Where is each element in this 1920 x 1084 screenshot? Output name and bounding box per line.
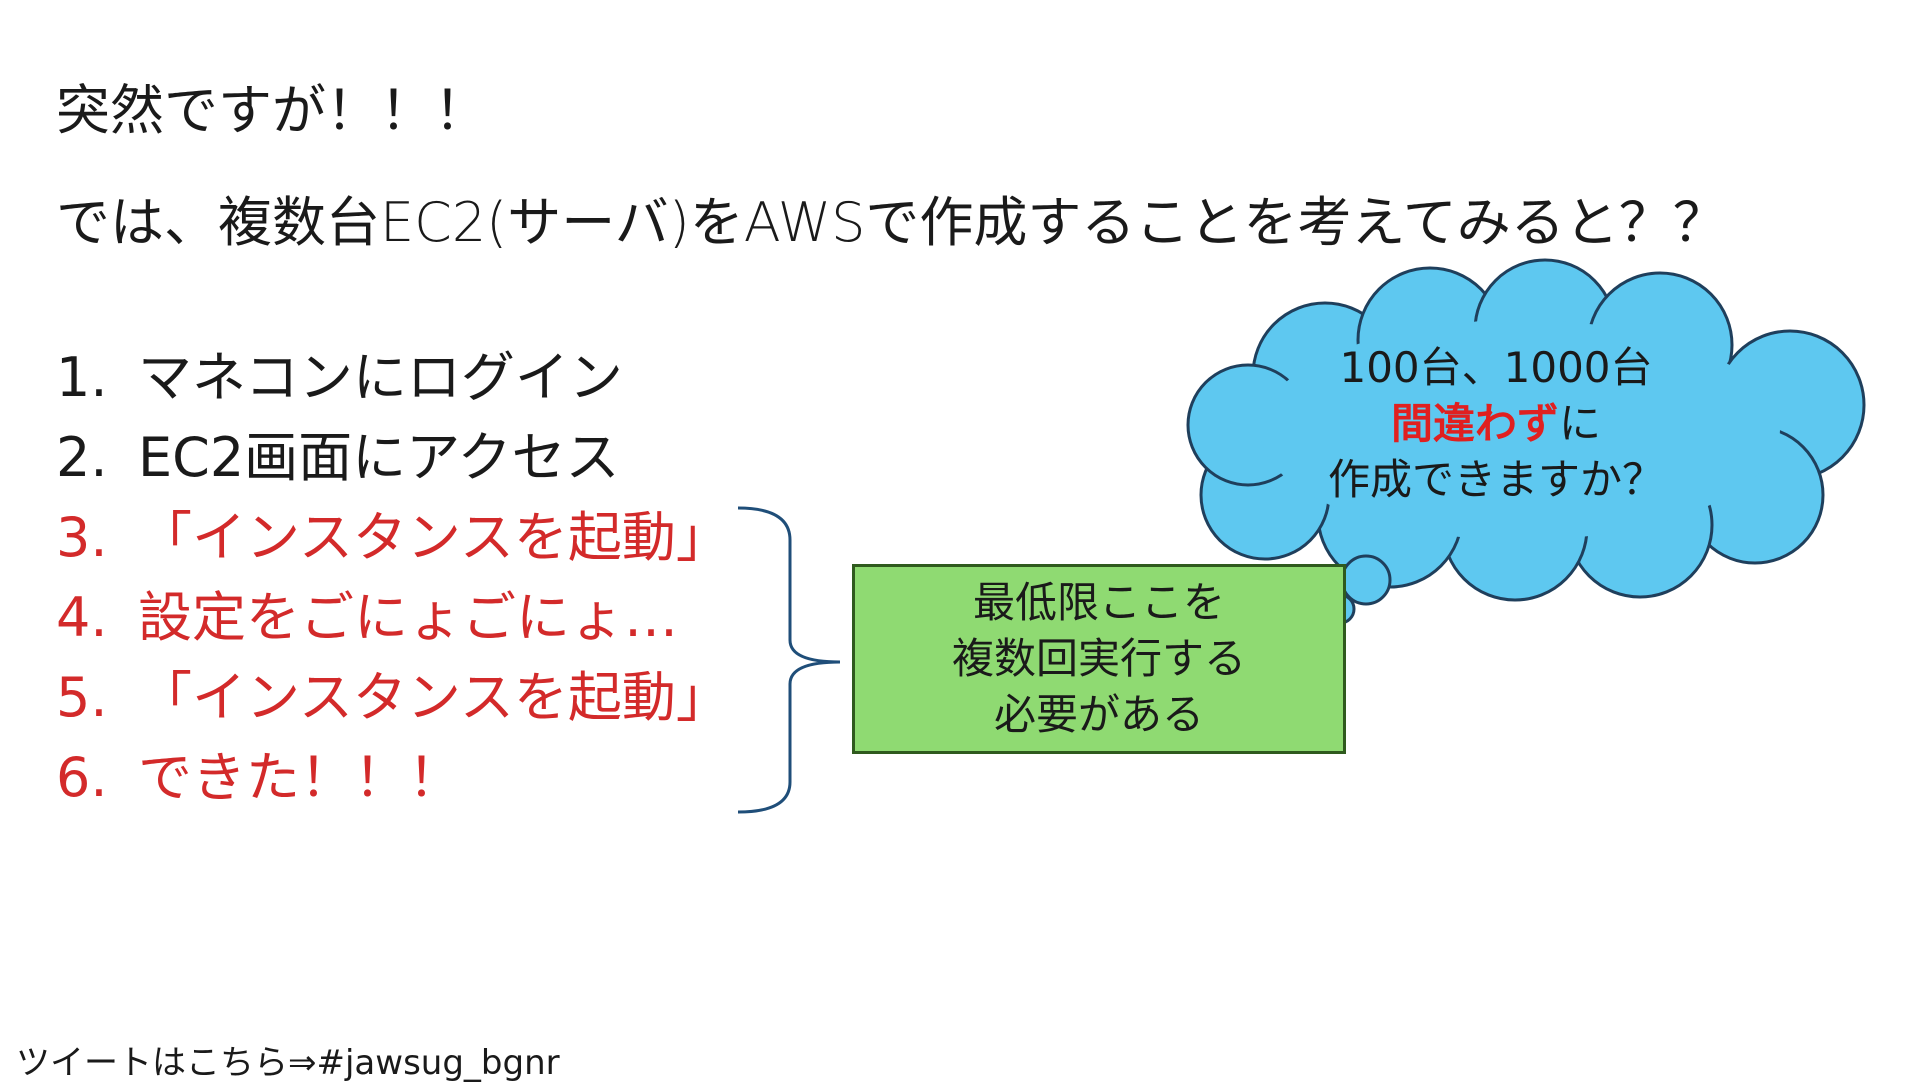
step-text: 「インスタンスを起動」 bbox=[138, 506, 730, 569]
step-text: EC2画面にアクセス bbox=[138, 426, 620, 489]
step-number: 6. bbox=[56, 746, 108, 809]
step-text: 「インスタンスを起動」 bbox=[138, 666, 730, 729]
step-text: マネコンにログイン bbox=[138, 346, 623, 409]
step-number: 2. bbox=[56, 426, 108, 489]
note-line-1: 最低限ここを bbox=[972, 578, 1225, 627]
question-heading: では、複数台EC2(サーバ)をAWSで作成することを考えてみると？？ bbox=[56, 191, 1727, 254]
cloud-line-3: 作成できますか？ bbox=[1327, 455, 1664, 504]
footer-hashtag: ツイートはこちら⇒#jawsug_bgnr bbox=[16, 1043, 560, 1083]
step-number: 4. bbox=[56, 586, 108, 649]
step-number: 3. bbox=[56, 506, 108, 569]
step-text: 設定をごにょごにょ… bbox=[138, 586, 678, 649]
thought-cloud bbox=[1186, 258, 1866, 635]
intro-heading: 突然ですが！！！ bbox=[56, 79, 488, 142]
curly-brace bbox=[737, 506, 841, 814]
step-number: 5. bbox=[56, 666, 108, 729]
note-line-3: 必要がある bbox=[993, 690, 1204, 739]
step-item-4: 4. 設定をごにょごにょ… bbox=[56, 578, 730, 658]
step-item-3: 3. 「インスタンスを起動」 bbox=[56, 498, 730, 578]
step-item-5: 5. 「インスタンスを起動」 bbox=[56, 658, 730, 738]
cloud-line-1: 100台、1000台 bbox=[1339, 343, 1653, 392]
cloud-text: 100台、1000台 間違わずに 作成できますか？ bbox=[1236, 340, 1756, 508]
step-number: 1. bbox=[56, 346, 108, 409]
cloud-emphasis: 間違わず bbox=[1390, 399, 1559, 448]
step-item-2: 2. EC2画面にアクセス bbox=[56, 418, 730, 498]
steps-list: 1. マネコンにログイン 2. EC2画面にアクセス 3. 「インスタンスを起動… bbox=[56, 338, 730, 818]
cloud-line-2-rest: に bbox=[1559, 399, 1602, 448]
step-item-6: 6. できた！！！ bbox=[56, 738, 730, 818]
note-text: 最低限ここを 複数回実行する 必要がある bbox=[952, 575, 1246, 743]
note-box: 最低限ここを 複数回実行する 必要がある bbox=[852, 564, 1346, 754]
note-line-2: 複数回実行する bbox=[951, 634, 1246, 683]
cloud-line-2: 間違わずに bbox=[1236, 396, 1756, 452]
step-item-1: 1. マネコンにログイン bbox=[56, 338, 730, 418]
step-text: できた！！！ bbox=[138, 746, 462, 809]
